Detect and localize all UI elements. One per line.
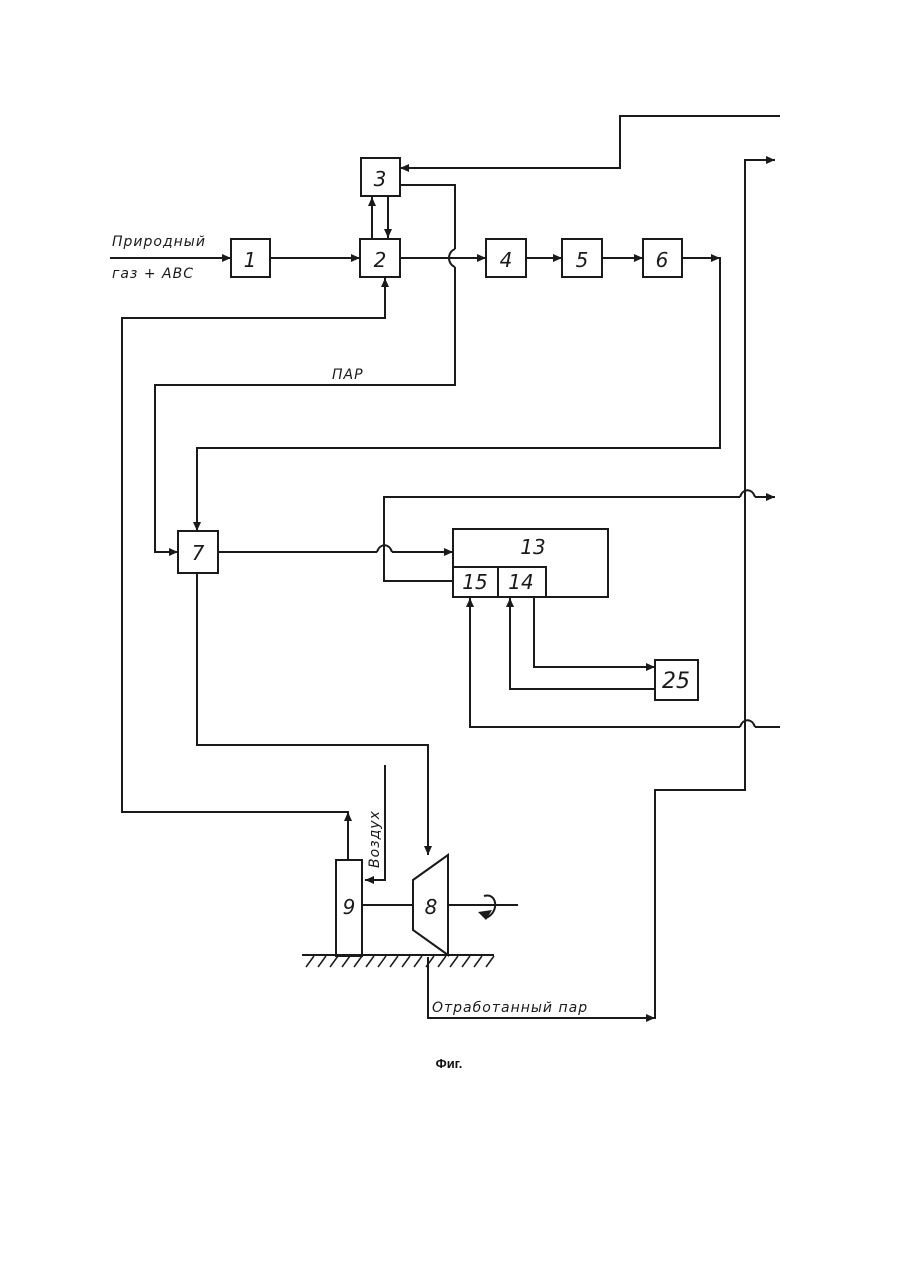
block-15-label: 15 [462,570,487,594]
exhaust-steam-label: Отработанный пар [432,1000,588,1016]
block-25-label: 25 [662,669,690,694]
air-label: Воздух [367,810,383,868]
block-3-label: 3 [374,167,387,191]
block-14-label: 14 [508,570,533,594]
inlet-label-line2: газ + АВС [112,266,194,282]
block-8-label: 8 [425,895,438,919]
steam-label: ПАР [332,367,364,383]
block-2-label: 2 [374,248,387,272]
figure-caption: Фиг. [436,1056,463,1071]
block-1-label: 1 [244,248,257,272]
block-6-label: 6 [656,248,669,272]
block-13-label: 13 [520,535,545,559]
block-7-label: 7 [192,541,205,565]
block-5-label: 5 [576,248,589,272]
block-4-label: 4 [500,248,513,272]
block-9-label: 9 [343,895,356,919]
inlet-label-line1: Природный [112,234,206,250]
